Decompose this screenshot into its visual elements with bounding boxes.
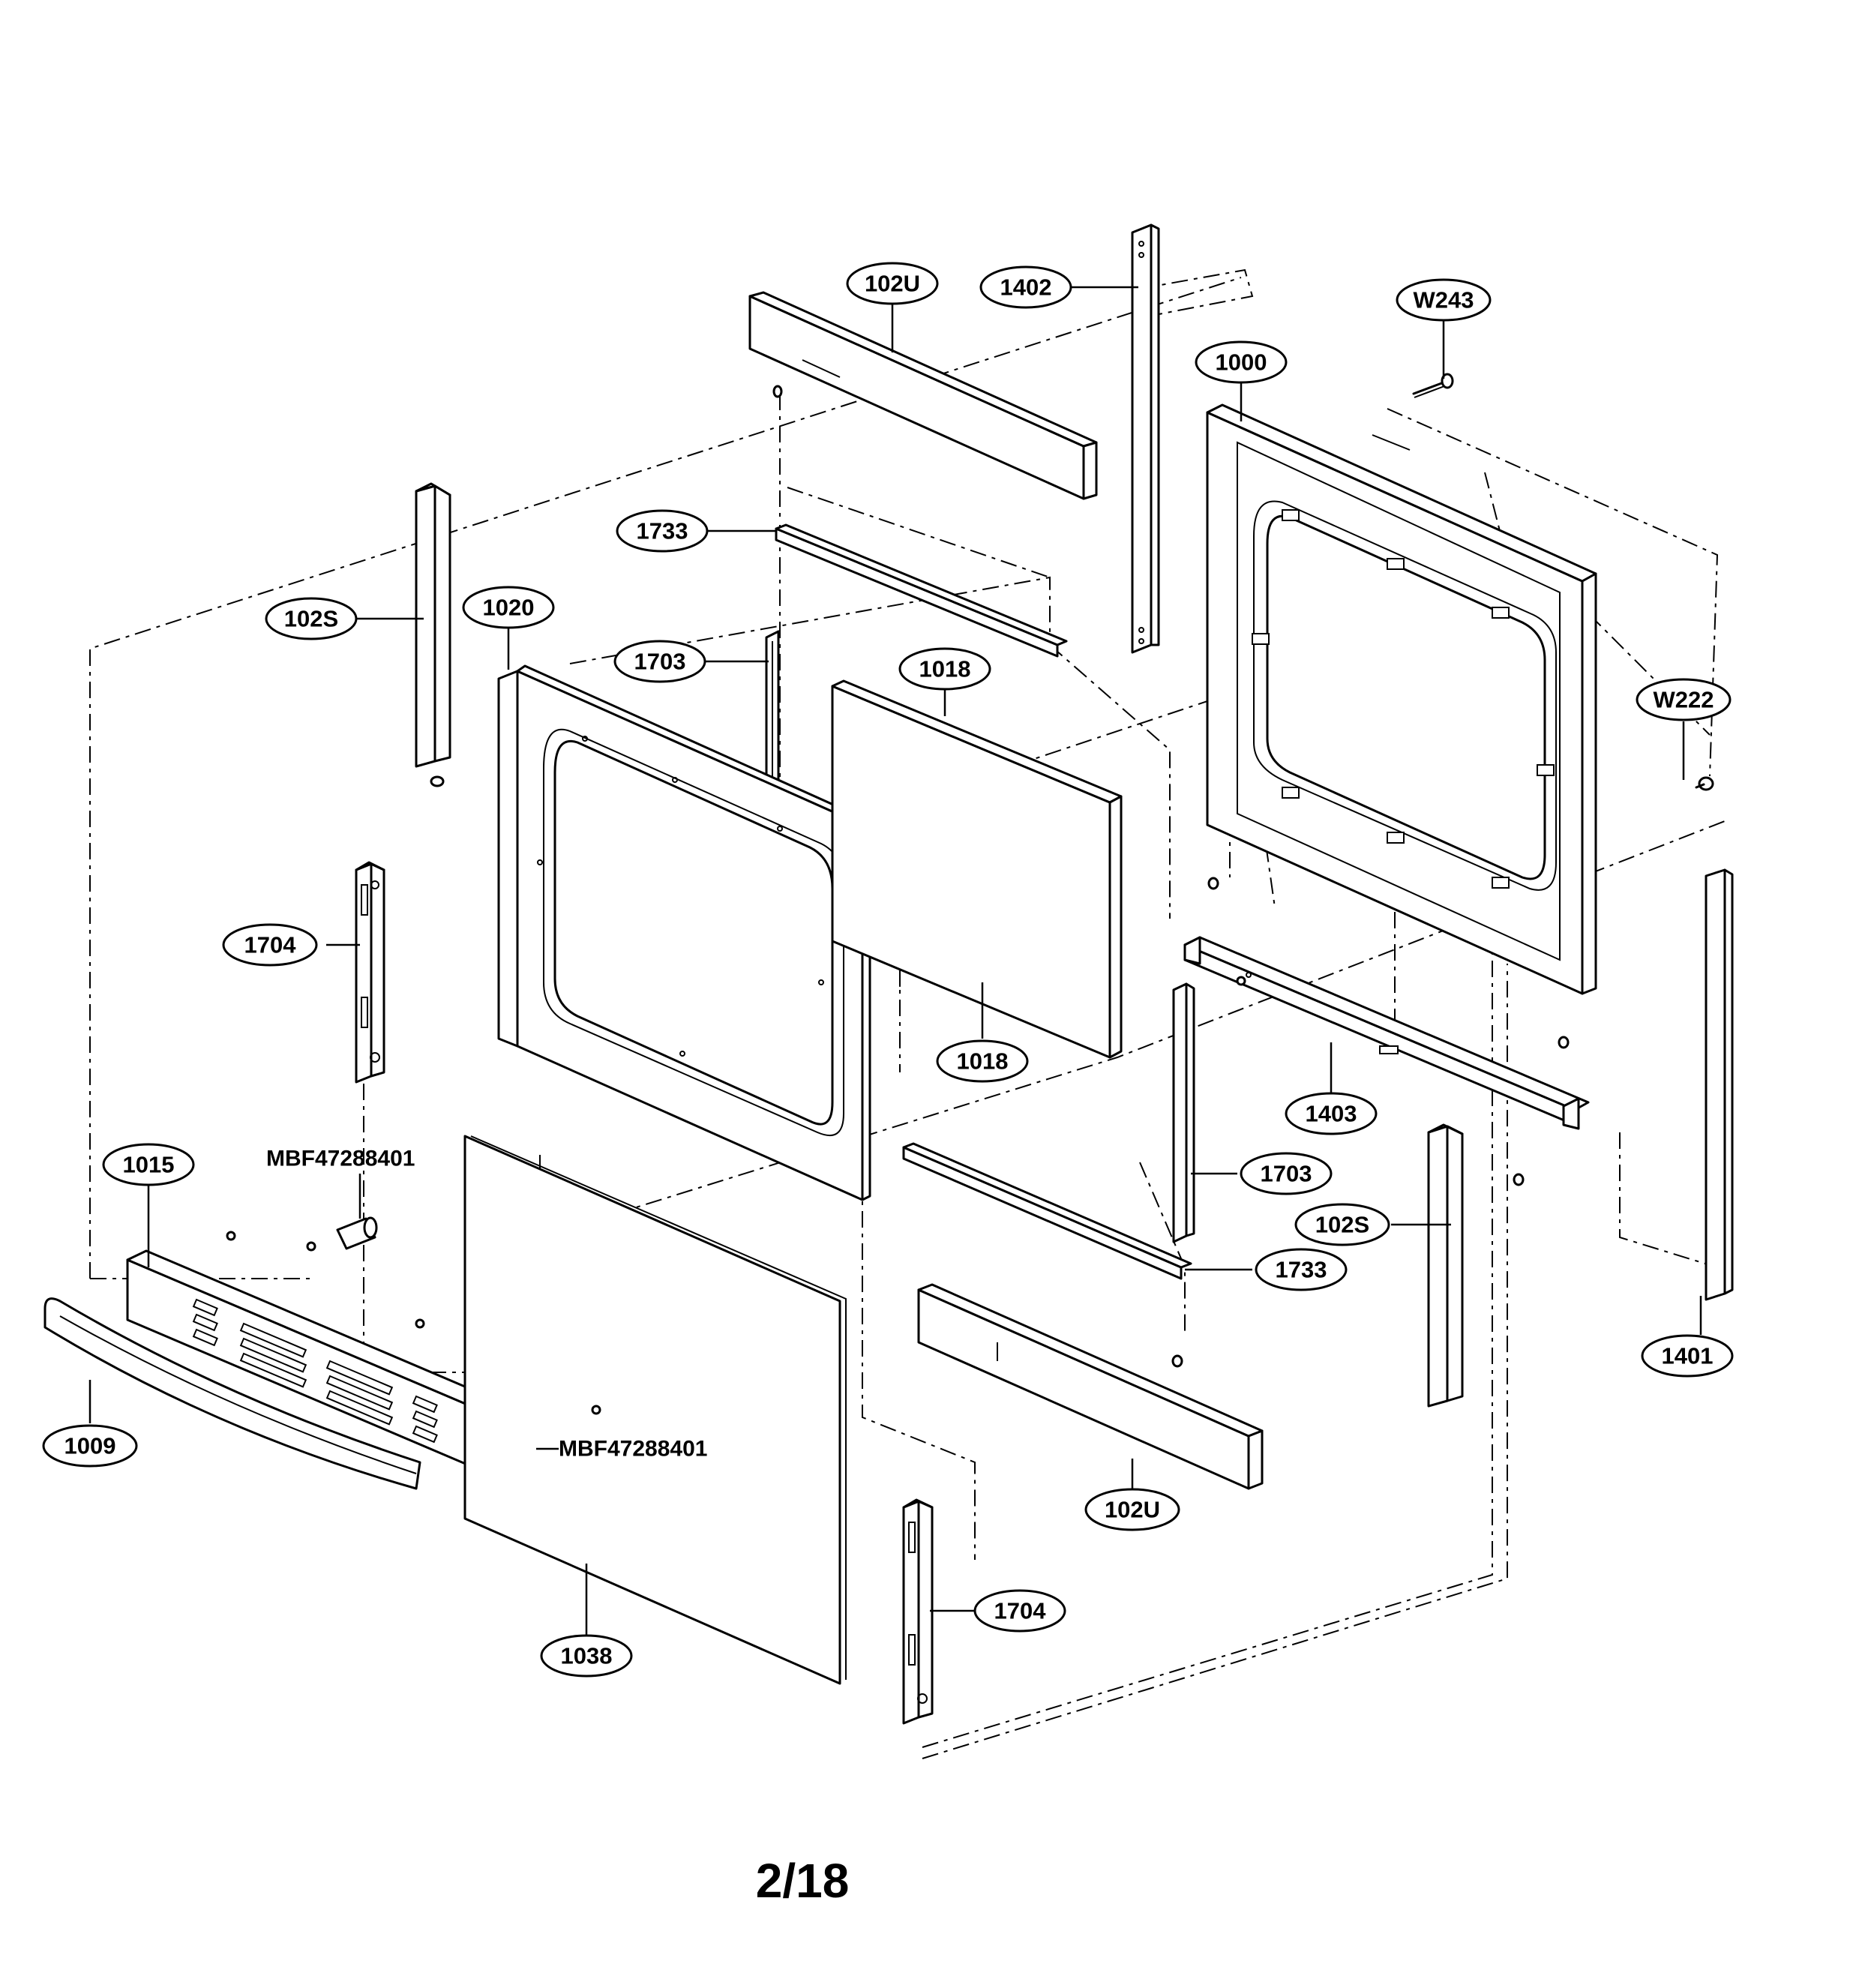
callout-1733-top: 1733 [616, 509, 709, 553]
callout-102S-left: 102S [265, 597, 358, 640]
label-1733-bottom: 1733 [1276, 1257, 1327, 1283]
callout-102U-bottom: 102U [1084, 1488, 1180, 1531]
label-1020: 1020 [483, 595, 535, 621]
label-1704-left: 1704 [244, 932, 297, 958]
callout-1403: 1403 [1285, 1092, 1378, 1135]
callout-102U-top: 102U [846, 262, 939, 305]
label-1009: 1009 [64, 1433, 116, 1459]
label-102S-left: 102S [284, 606, 338, 632]
callout-1401: 1401 [1641, 1334, 1734, 1378]
callout-1038: 1038 [540, 1634, 633, 1678]
callout-1015: 1015 [102, 1143, 195, 1186]
label-1015: 1015 [123, 1152, 175, 1178]
label-1403: 1403 [1306, 1101, 1357, 1127]
part-1018-top-glass [831, 679, 1123, 1059]
callout-1704-bottom: 1704 [973, 1589, 1066, 1633]
leader-lines [88, 286, 1702, 1635]
small-screws [226, 385, 1570, 1415]
callout-1703-bottom: 1703 [1240, 1152, 1333, 1195]
callout-W243: W243 [1396, 278, 1492, 322]
label-MBF47288401-top: MBF47288401 [266, 1147, 415, 1171]
part-1733-bottom [902, 1142, 1192, 1280]
part-1038-outer-glass [463, 1135, 847, 1685]
callout-1020: 1020 [462, 586, 555, 629]
part-102S-left [415, 482, 451, 768]
part-W222-screw [1695, 776, 1714, 791]
callout-1402: 1402 [979, 265, 1072, 309]
part-1020-door-frame [497, 664, 871, 1201]
callout-W222: W222 [1636, 678, 1732, 721]
callout-1018-mid: 1018 [936, 1039, 1029, 1083]
callout-1009: 1009 [42, 1424, 138, 1468]
label-102U-top: 102U [865, 271, 920, 297]
part-1703-bottom [1172, 982, 1195, 1243]
part-1704-bottom-hinge [902, 1498, 934, 1725]
label-1704-bottom: 1704 [994, 1598, 1047, 1624]
label-1733-top: 1733 [637, 518, 688, 544]
label-1018-top: 1018 [919, 656, 971, 682]
label-1703-top: 1703 [634, 649, 686, 675]
part-1401 [1705, 868, 1734, 1301]
part-1402 [1131, 223, 1160, 654]
label-1401: 1401 [1662, 1343, 1714, 1369]
label-1038: 1038 [561, 1643, 613, 1669]
label-W222: W222 [1654, 687, 1714, 713]
part-1733-top [775, 523, 1068, 658]
callout-1000: 1000 [1195, 340, 1288, 384]
callout-1704-left: 1704 [222, 923, 318, 967]
part-MBF47288401-top [336, 1216, 378, 1250]
part-1009-handle [43, 1297, 421, 1490]
part-1000-inner-door [1206, 403, 1597, 995]
label-W243: W243 [1414, 287, 1474, 313]
label-MBF47288401-bottom: MBF47288401 [559, 1437, 707, 1462]
label-1402: 1402 [1000, 274, 1052, 301]
part-102U-bottom [917, 1283, 1264, 1490]
page-number: 2/18 [756, 1854, 850, 1908]
label-1000: 1000 [1216, 349, 1267, 376]
part-1704-left-hinge [355, 861, 385, 1084]
part-102U-top [748, 291, 1098, 500]
part-1403-rail [1183, 936, 1590, 1130]
callout-1018-top: 1018 [898, 647, 991, 691]
label-1018-mid: 1018 [957, 1048, 1009, 1075]
panel-vent-slots [192, 1298, 438, 1444]
callout-1733-bottom: 1733 [1255, 1248, 1348, 1291]
callout-1703-top: 1703 [613, 640, 706, 683]
label-102S-right: 102S [1315, 1212, 1369, 1238]
part-W243-screw [1412, 373, 1454, 398]
part-102S-right [1427, 1123, 1464, 1408]
callout-102S-right: 102S [1294, 1203, 1390, 1246]
label-102U-bottom: 102U [1105, 1497, 1160, 1523]
label-1703-bottom: 1703 [1261, 1161, 1312, 1187]
